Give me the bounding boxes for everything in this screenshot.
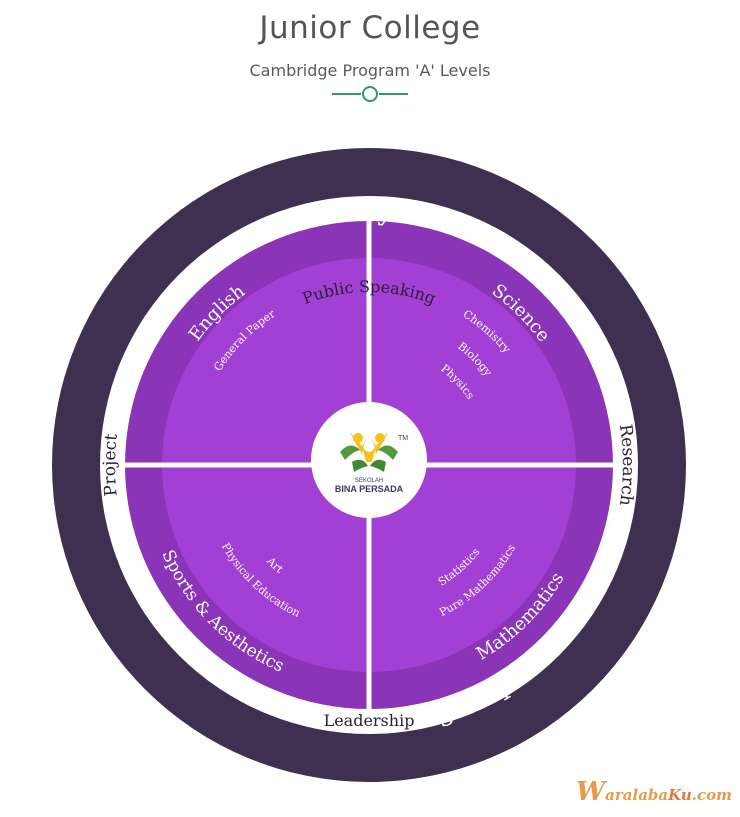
watermark-k: Ku: [668, 786, 692, 804]
watermark-logo: WaralabaKu.com: [576, 777, 732, 807]
logo-tm: TM: [398, 435, 408, 442]
bina-persada-logo-icon: [340, 432, 398, 472]
logo-line-1: SEKOLAH: [355, 478, 383, 484]
middle-label-bottom: Leadership: [324, 711, 415, 730]
svg-text:Research: Research: [615, 423, 638, 507]
watermark-text: aralaba: [605, 786, 669, 804]
title-divider-icon: [332, 86, 408, 102]
watermark-suffix: .com: [691, 786, 732, 804]
page-subtitle: Cambridge Program 'A' Levels: [249, 61, 491, 80]
svg-text:Project: Project: [100, 433, 122, 498]
logo-line-2: BINA PERSADA: [335, 484, 404, 494]
page-title: Junior College: [259, 10, 481, 46]
middle-label-left: Project: [100, 433, 122, 498]
watermark-w: W: [575, 777, 606, 807]
middle-label-right: Research: [615, 423, 638, 507]
